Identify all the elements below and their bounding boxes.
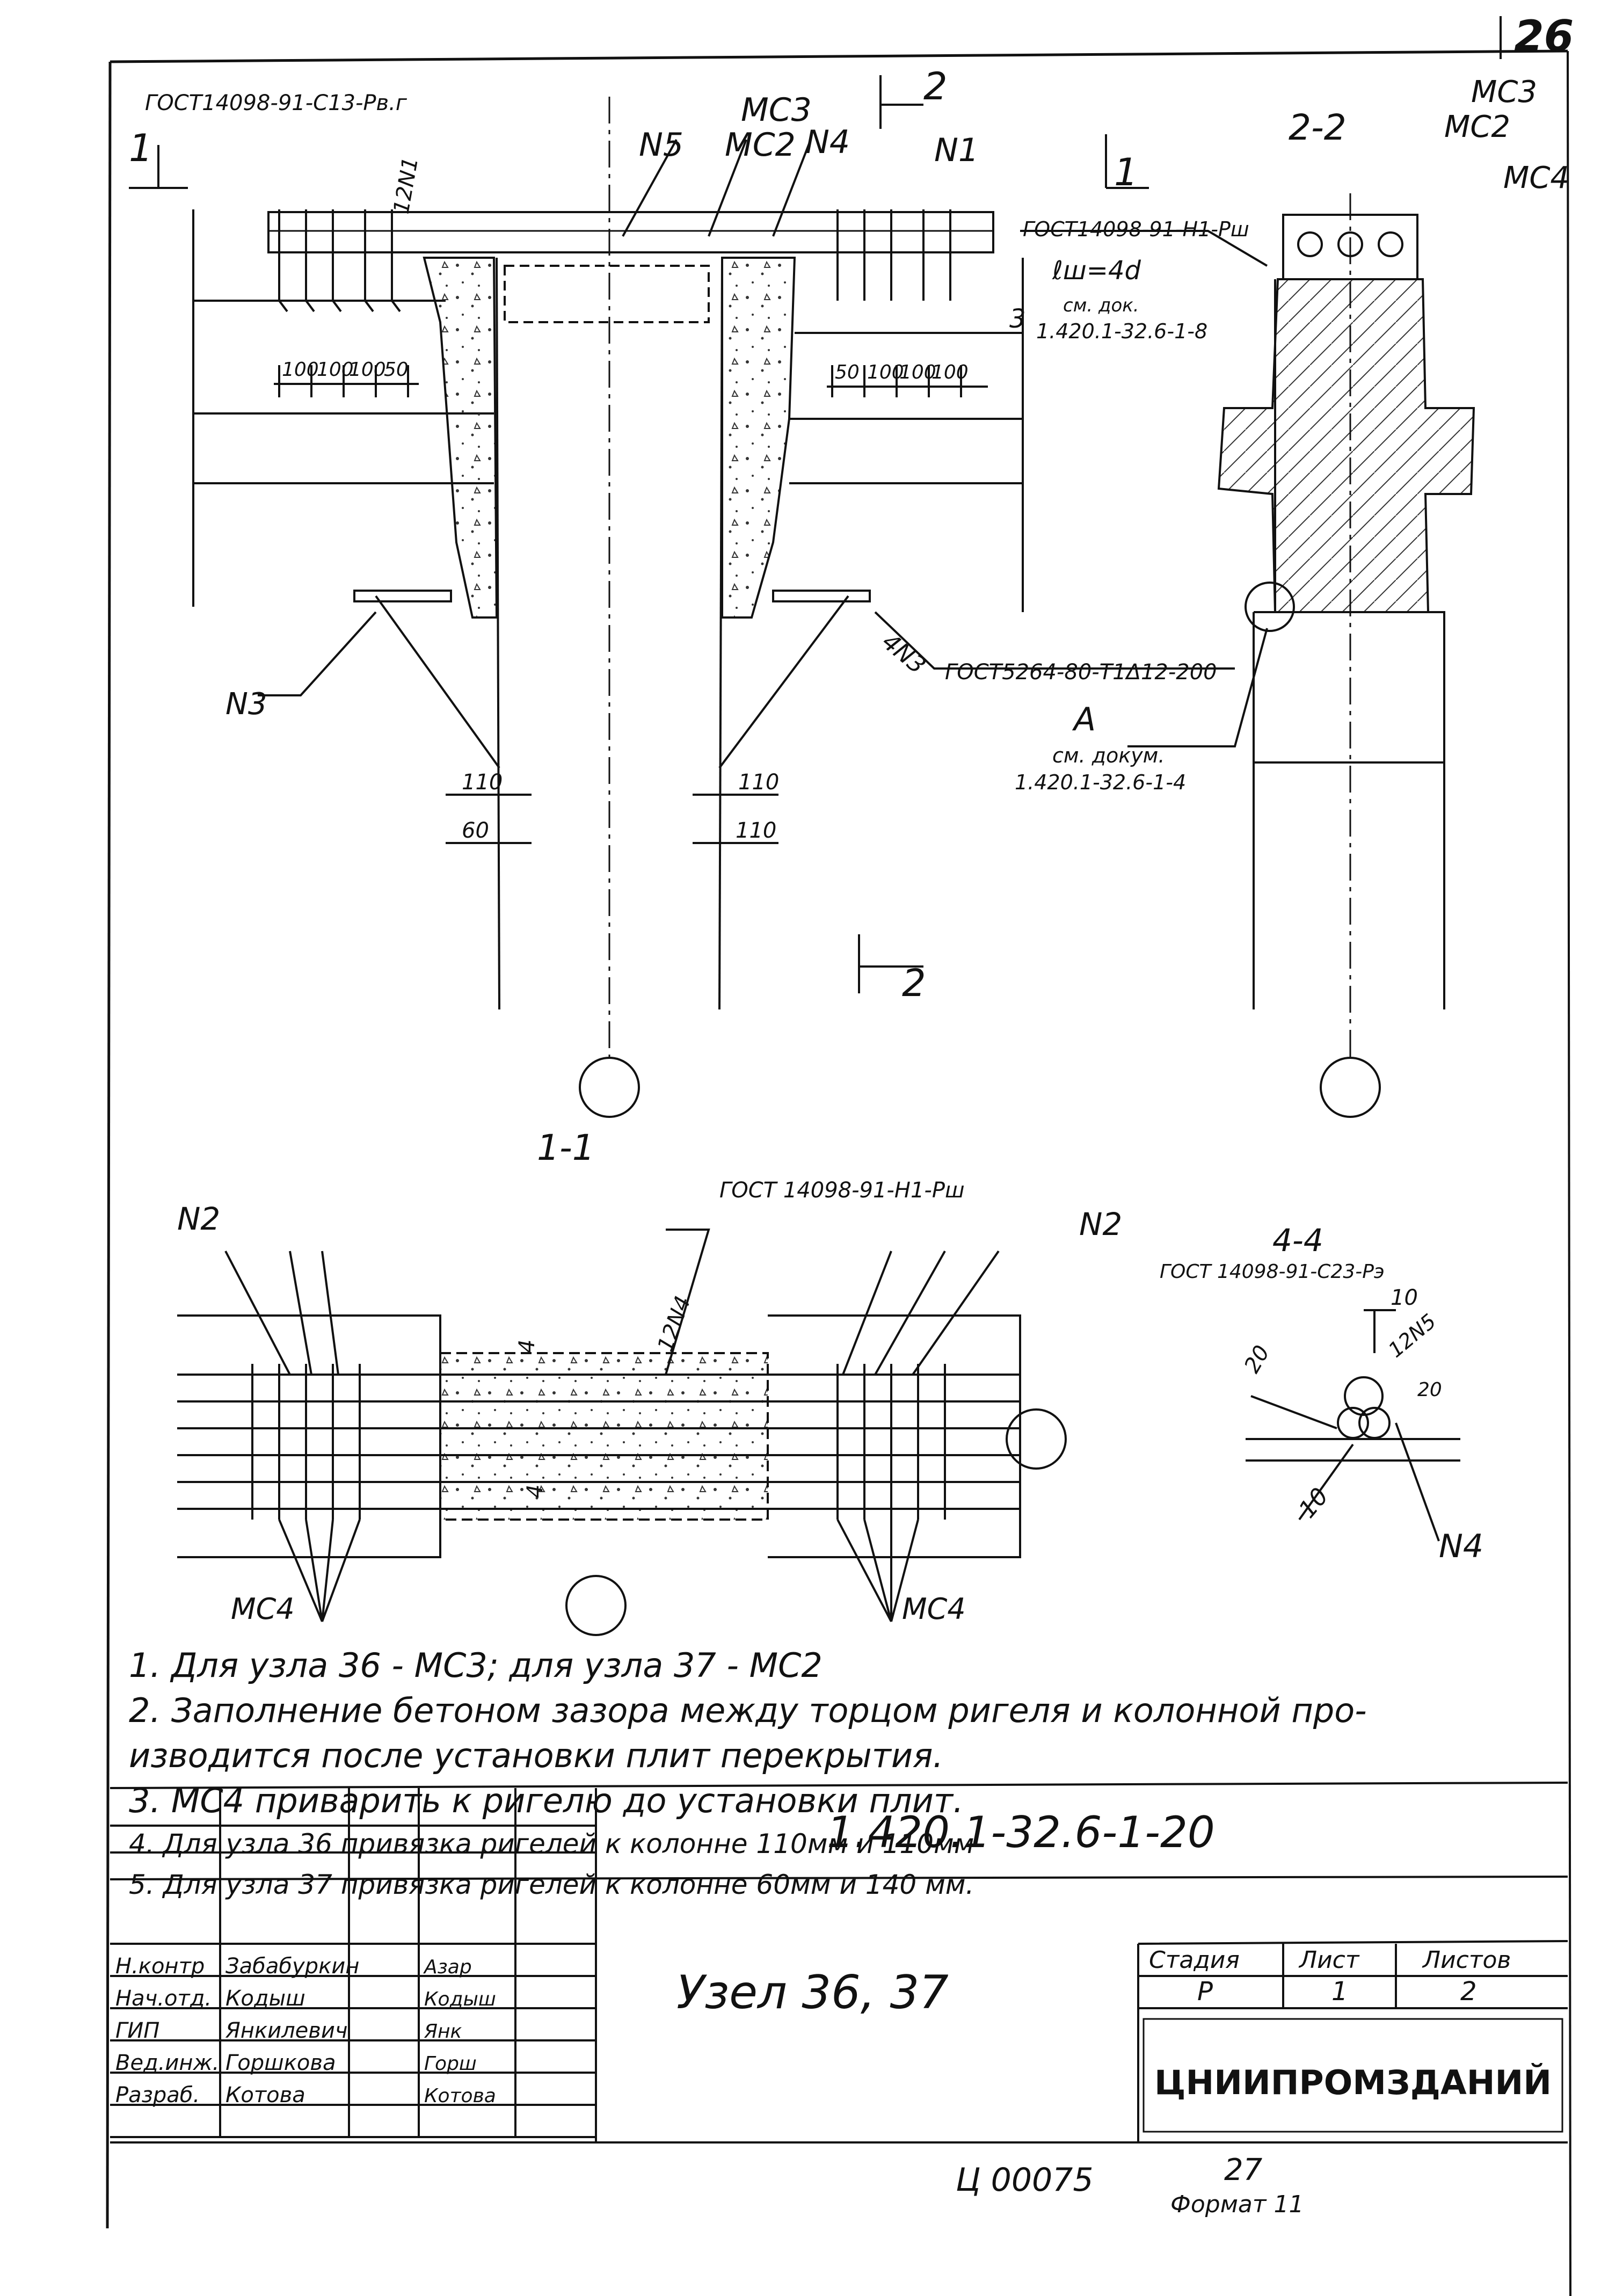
- note-5: 5. Для узла 37 привязка ригелей к колонн…: [129, 1869, 974, 1900]
- name-1: Кодыш: [225, 1986, 305, 2011]
- sign-0: Азар: [423, 1956, 472, 1978]
- label-n2-left: N2: [177, 1201, 220, 1237]
- section-2-2: [1020, 193, 1475, 1118]
- label-4n3: 4N3: [877, 628, 931, 679]
- role-2: ГИП: [115, 2018, 159, 2043]
- gost-top-left-label: ГОСТ14098-91-С13-Рв.г: [145, 91, 407, 115]
- stage-header: Стадия: [1149, 1946, 1240, 1974]
- label-mc3-sec22: МС3: [1471, 75, 1537, 110]
- label-cut-4-top: 4: [515, 1340, 540, 1353]
- dim-110-left: 110: [462, 770, 503, 795]
- sign-2: Янк: [424, 2021, 462, 2043]
- sheet-frame: [106, 49, 1571, 2296]
- label-dim-3: 3: [1009, 304, 1026, 334]
- note-4: 4. Для узла 36 привязка ригелей к колонн…: [129, 1828, 974, 1859]
- dim-right-100b: 100: [899, 361, 936, 383]
- name-0: Забабуркин: [225, 1954, 359, 1979]
- detail-4-4: [1246, 1309, 1460, 1542]
- bottom-code: Ц 00075: [956, 2161, 1094, 2199]
- dim-110-right-b: 110: [736, 818, 776, 843]
- section-2-2-title: 2-2: [1289, 107, 1347, 148]
- section-1-mark-left: 1: [129, 126, 153, 170]
- dim-left-100b: 100: [317, 359, 354, 381]
- dim-10-top: 10: [1391, 1285, 1418, 1310]
- note-2-cont: изводится после установки плит перекрыти…: [129, 1736, 944, 1775]
- name-2: Янкилевич: [225, 2018, 347, 2043]
- organization-stamp: ЦНИИПРОМЗДАНИЙ: [1154, 2063, 1552, 2102]
- label-gost-5264: ГОСТ5264-80-Т1Δ12-200: [945, 660, 1217, 685]
- section-2-mark-bottom: 2: [902, 961, 926, 1005]
- label-mc4-left: МС4: [231, 1592, 295, 1626]
- label-12n4: 12N4: [653, 1293, 696, 1355]
- drawing-title: Узел 36, 37: [676, 1966, 949, 2019]
- role-4: Разраб.: [115, 2083, 200, 2108]
- sheet-number: 26: [1514, 11, 1574, 61]
- dim-right-100a: 100: [867, 361, 904, 383]
- label-n5: N5: [639, 126, 683, 164]
- label-mc2: МС2: [725, 126, 796, 164]
- dim-110-right-a: 110: [738, 770, 779, 795]
- label-mc4-right: МС4: [902, 1592, 966, 1626]
- stage-value: Р: [1197, 1977, 1213, 2007]
- label-gost-weld: ГОСТ14098-91-Н1-Рш: [1023, 217, 1249, 241]
- dim-right-50: 50: [835, 361, 860, 383]
- sign-1: Кодыш: [424, 1988, 496, 2010]
- section-2-mark-top: 2: [923, 64, 948, 108]
- note-1: 1. Для узла 36 - МС3; для узла 37 - МС2: [129, 1646, 823, 1685]
- sign-4: Котова: [424, 2085, 496, 2107]
- bottom-number: 27: [1224, 2153, 1263, 2188]
- label-mc4-sec22: МС4: [1503, 161, 1569, 195]
- name-4: Котова: [225, 2083, 305, 2108]
- note-2: 2. Заполнение бетоном зазора между торцо…: [129, 1691, 1367, 1730]
- label-n2-right: N2: [1079, 1206, 1122, 1243]
- label-ref-a-2: 1.420.1-32.6-1-4: [1015, 771, 1186, 794]
- plan-1-1: [177, 1229, 1067, 1636]
- label-n4-detail: N4: [1439, 1528, 1483, 1565]
- label-gost-plan: ГОСТ 14098-91-Н1-Рш: [719, 1178, 965, 1203]
- dim-20-left: 20: [1240, 1341, 1275, 1377]
- section-4-4-title: 4-4: [1272, 1222, 1323, 1259]
- label-ref-doc-1: см. док.: [1063, 295, 1139, 316]
- label-n4: N4: [805, 123, 850, 161]
- label-weld-length: ℓш=4d: [1052, 256, 1141, 286]
- label-gost-44: ГОСТ 14098-91-С23-Рэ: [1160, 1261, 1385, 1283]
- sheet-value: 1: [1331, 1977, 1348, 2007]
- section-1-mark-right: 1: [1114, 150, 1138, 194]
- label-ref-doc-2: 1.420.1-32.6-1-8: [1036, 319, 1207, 343]
- name-3: Горшкова: [225, 2051, 336, 2075]
- sheet-header: Лист: [1298, 1946, 1360, 1974]
- dim-60-left: 60: [462, 818, 489, 843]
- label-node-a: А: [1072, 701, 1096, 738]
- sheets-value: 2: [1460, 1977, 1477, 2007]
- label-cut-4-bottom: 4: [523, 1485, 548, 1498]
- dim-right-100c: 100: [932, 361, 969, 383]
- label-mc3: МС3: [741, 91, 812, 129]
- dim-left-100a: 100: [282, 359, 319, 381]
- role-1: Нач.отд.: [115, 1986, 212, 2011]
- sign-3: Горш: [424, 2053, 477, 2075]
- title-block: [110, 1782, 1568, 2144]
- doc-code: 1.420.1-32.6-1-20: [827, 1807, 1215, 1857]
- dim-left-100c: 100: [349, 359, 386, 381]
- elevation-view: [129, 75, 1235, 1118]
- bottom-format: Формат 11: [1170, 2191, 1304, 2218]
- note-3: 3. МС4 приварить к ригелю до установки п…: [129, 1781, 964, 1820]
- label-mc2-sec22: МС2: [1444, 110, 1510, 144]
- title-block-text: 1.420.1-32.6-1-20 Узел 36, 37 Стадия Лис…: [115, 1807, 1552, 2218]
- label-ref-a-1: см. докум.: [1052, 744, 1165, 767]
- label-12n1: 12N1: [389, 155, 424, 216]
- label-12n5: 12N5: [1384, 1309, 1441, 1362]
- label-n3: N3: [225, 687, 267, 722]
- dim-20-right: 20: [1417, 1379, 1442, 1401]
- drawing-notes: 1. Для узла 36 - МС3; для узла 37 - МС2 …: [129, 1643, 1482, 1905]
- role-3: Вед.инж.: [115, 2051, 219, 2075]
- role-0: Н.контр: [115, 1954, 205, 1979]
- label-n1: N1: [934, 132, 979, 169]
- sheets-header: Листов: [1422, 1946, 1511, 1974]
- dim-left-50: 50: [384, 359, 409, 381]
- section-1-1-title: 1-1: [537, 1127, 595, 1168]
